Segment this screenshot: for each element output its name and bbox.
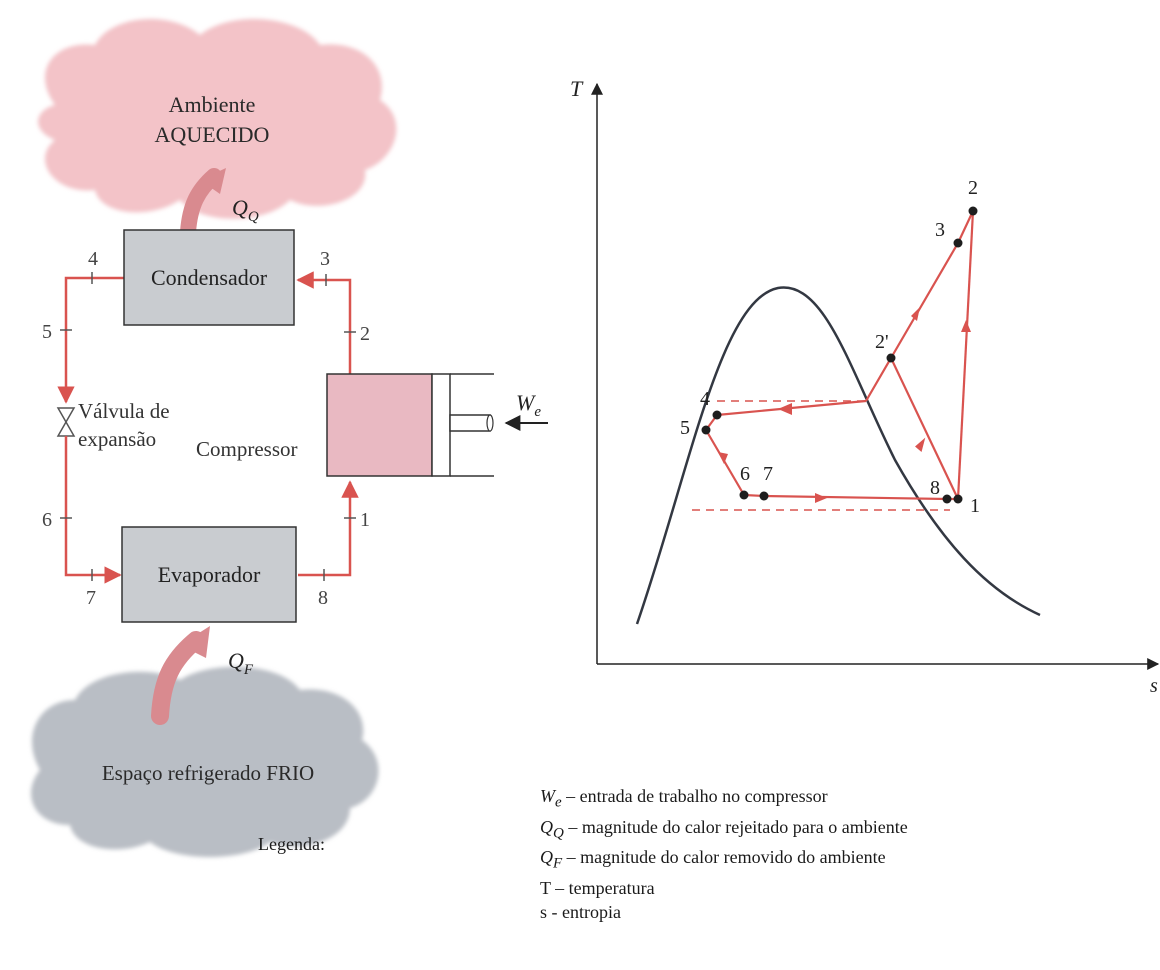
- heat-in-arrowhead: [180, 626, 210, 658]
- condenser-label: Condensador: [151, 265, 268, 290]
- state-label-7: 7: [86, 587, 96, 609]
- legend-list: We – entrada de trabalho no compressor Q…: [540, 784, 908, 924]
- state-label-6: 6: [42, 509, 52, 531]
- arrow-7-8: [815, 493, 827, 503]
- state-label-2: 2: [360, 323, 370, 345]
- arrow-condensation: [778, 403, 792, 415]
- cold-space-cloud: [31, 666, 379, 857]
- pipe-condenser-to-valve: [57, 276, 124, 404]
- arrow-2prime-1: [915, 437, 926, 452]
- pipe-valve-to-evaporator: [64, 466, 122, 584]
- hot-environment-label: Ambiente: [169, 92, 256, 117]
- state-ticks: [60, 272, 356, 581]
- expansion-valve-icon: [56, 407, 76, 466]
- arrow-3-2prime: [911, 307, 920, 321]
- hot-environment-label-2: AQUECIDO: [155, 122, 270, 147]
- ts-label-6: 6: [740, 463, 750, 485]
- process-7-8: [763, 494, 948, 501]
- process-5-6: [705, 429, 745, 496]
- evaporator-box: [121, 526, 297, 623]
- state-label-1: 1: [360, 509, 370, 531]
- cold-space-label: Espaço refrigerado FRIO: [102, 761, 314, 785]
- process-2prime-desuperheat: [865, 357, 892, 402]
- s-axis-label: s: [1150, 675, 1158, 697]
- ts-label-1: 1: [970, 495, 980, 517]
- heat-out-arrowhead: [200, 168, 226, 194]
- state-numbers: 4 5 6 7 8 1 2 3: [42, 248, 370, 609]
- state-label-5: 5: [42, 321, 52, 343]
- refrigerant-piping: [57, 271, 359, 584]
- legend-item-work: We – entrada de trabalho no compressor: [540, 786, 828, 811]
- state-label-8: 8: [318, 587, 328, 609]
- arrow-1-2: [961, 320, 971, 332]
- heat-in-symbol: QF: [228, 648, 254, 678]
- ts-label-3: 3: [935, 219, 945, 241]
- process-1-2: [956, 210, 975, 500]
- saturation-dome: [635, 286, 1041, 625]
- process-3-2prime: [890, 242, 959, 359]
- ts-label-8: 8: [930, 477, 940, 499]
- pipe-evaporator-to-compressor: [298, 480, 359, 577]
- heat-out-symbol: QQ: [232, 195, 259, 225]
- ts-label-2prime: 2': [875, 331, 889, 353]
- valve-label-2: expansão: [78, 427, 156, 451]
- hot-environment-cloud: [38, 18, 397, 219]
- pipe-compressor-to-condenser: [296, 271, 352, 374]
- state-point-2prime: [886, 353, 896, 363]
- ts-diagram: T s: [570, 76, 1160, 697]
- compressor-label: Compressor: [196, 437, 298, 461]
- process-2-3: [957, 210, 974, 244]
- arrow-5-6: [718, 452, 728, 464]
- compressor-icon: [326, 373, 494, 477]
- state-point-7: [759, 491, 769, 501]
- ts-label-7: 7: [763, 463, 773, 485]
- legend-item-heat-removed: QF – magnitude do calor removido do ambi…: [540, 847, 886, 872]
- state-label-3: 3: [320, 248, 330, 270]
- state-point-1: [953, 494, 963, 504]
- ts-label-5: 5: [680, 417, 690, 439]
- state-point-4: [712, 410, 722, 420]
- legend-title: Legenda:: [258, 834, 325, 854]
- state-point-3: [953, 238, 963, 248]
- condenser-box: [123, 229, 295, 326]
- state-point-5: [701, 425, 711, 435]
- legend-item-entropy: s - entropia: [540, 901, 621, 922]
- work-input-symbol: We: [516, 390, 541, 420]
- state-point-6: [739, 490, 749, 500]
- state-point-8: [942, 494, 952, 504]
- valve-label: Válvula de: [78, 399, 170, 423]
- ts-label-4: 4: [700, 388, 710, 410]
- ts-label-2: 2: [968, 177, 978, 199]
- state-point-2: [968, 206, 978, 216]
- process-1-2prime: [890, 357, 959, 500]
- legend-item-temperature: T – temperatura: [540, 877, 655, 898]
- t-axis-label: T: [570, 76, 584, 101]
- evaporator-label: Evaporador: [158, 562, 261, 587]
- state-label-4: 4: [88, 248, 98, 270]
- legend-item-heat-rejected: QQ – magnitude do calor rejeitado para o…: [540, 816, 908, 842]
